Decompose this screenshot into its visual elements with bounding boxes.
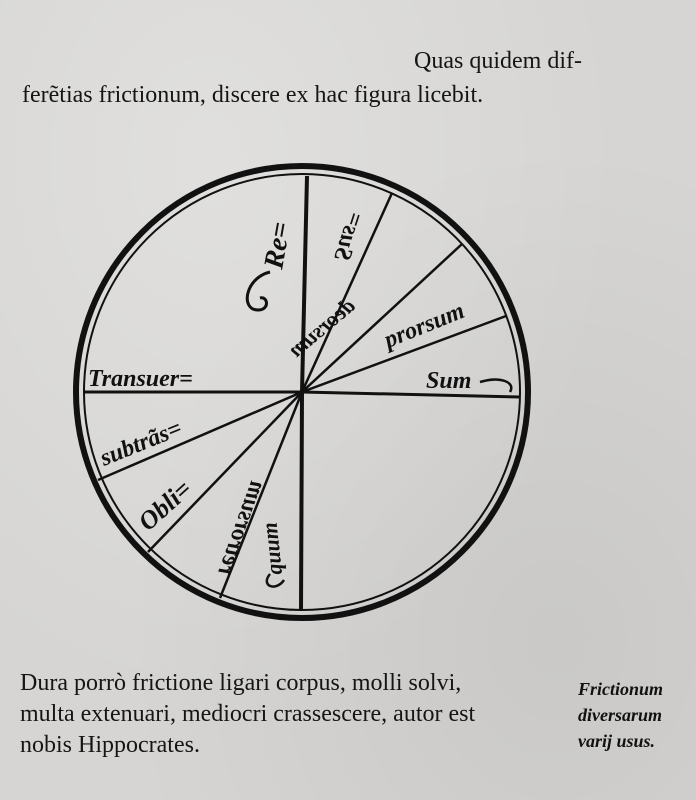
intro-paragraph: Quas quidem dif- ferẽtias frictionum, di… [22, 44, 582, 112]
label-subtras: subtrãs= [96, 415, 186, 472]
intro-line-1: Quas quidem dif- [414, 48, 582, 74]
sum-flourish [479, 378, 513, 393]
spoke-right [301, 390, 521, 399]
spoke-lower-left-3 [218, 391, 304, 599]
spoke-vertical-bottom [299, 391, 304, 611]
cropped-top-line [0, 0, 696, 10]
spoke-lower-left-2 [147, 391, 303, 553]
closing-line-1: Dura porrò frictione ligari corpus, moll… [20, 670, 462, 696]
label-transuer: Transuer= [88, 366, 193, 392]
label-obli: Obli= [133, 474, 198, 536]
intro-line-2: ferẽtias frictionum, discere ex hac figu… [22, 82, 484, 108]
re-flourish [245, 270, 271, 312]
label-re: Re= [258, 219, 297, 272]
margin-note-line-3: varij usus. [578, 731, 656, 751]
closing-paragraph: Dura porrò frictione ligari corpus, moll… [20, 668, 575, 761]
margin-note: Frictionum diversarum varij usus. [578, 676, 696, 754]
margin-note-line-2: diversarum [578, 705, 663, 725]
spoke-upper-right-1 [300, 192, 394, 393]
spoke-vertical-top [300, 175, 309, 393]
outer-ring [73, 163, 531, 621]
spoke-upper-right-2 [301, 243, 463, 393]
friction-diagram: Re= Sus= deorsum prorsum Sum Transuer= s… [70, 160, 540, 630]
spoke-lower-left-1 [97, 390, 303, 482]
label-quum: quum [257, 521, 287, 576]
margin-note-line-1: Frictionum [578, 679, 664, 699]
closing-line-3: nobis Hippocrates. [20, 732, 200, 758]
closing-line-2: multa extenuari, mediocri crassescere, a… [20, 701, 476, 727]
quum-flourish [265, 573, 286, 588]
label-sum: Sum [426, 368, 471, 394]
spoke-upper-right-3 [301, 314, 507, 394]
friction-wheel-svg: Re= Sus= deorsum prorsum Sum Transuer= s… [73, 163, 531, 621]
